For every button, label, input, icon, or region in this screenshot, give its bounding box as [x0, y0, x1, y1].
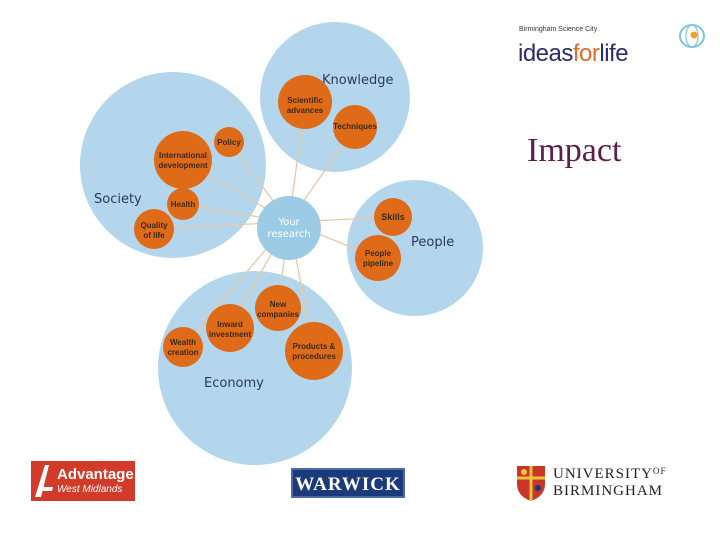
node-label: New: [270, 300, 287, 309]
cluster-label-people: People: [411, 235, 454, 250]
crest-icon: [517, 466, 545, 501]
uob-of: OF: [653, 466, 667, 476]
node-label: investment: [209, 330, 252, 339]
brand-subtitle: Birmingham Science City: [519, 26, 598, 33]
node-international-development: [154, 131, 212, 189]
node-label: of life: [143, 231, 165, 240]
warwick-wordmark: WARWICK: [295, 474, 401, 495]
node-skills: [374, 198, 412, 236]
node-wealth-creation: [163, 327, 203, 367]
node-label: People: [365, 249, 392, 258]
slide-title: Impact: [527, 132, 622, 169]
node-policy: [214, 127, 244, 157]
node-label: Products &: [293, 342, 336, 351]
node-label: International: [159, 151, 207, 160]
cluster-label-knowledge: Knowledge: [322, 73, 393, 88]
uob-university: UNIVERSITY: [553, 466, 653, 482]
node-inward-investment: [206, 304, 254, 352]
center-label-line2: research: [267, 229, 310, 240]
node-label: Quality: [140, 221, 168, 230]
uob-line1: UNIVERSITYOF: [553, 466, 667, 483]
node-label: development: [158, 161, 208, 170]
node-label: companies: [257, 310, 299, 319]
node-label: creation: [167, 348, 198, 357]
globe-icon: [679, 24, 705, 48]
cluster-label-society: Society: [94, 192, 142, 207]
uob-line2: BIRMINGHAM: [553, 483, 664, 499]
node-label: Policy: [217, 138, 241, 147]
node-quality-of-life: [134, 209, 174, 249]
node-health: [167, 188, 199, 220]
node-label: pipeline: [363, 259, 394, 268]
node-label: Health: [171, 200, 196, 209]
ideasforlife-logo: Birmingham Science City ideasforlife: [516, 18, 706, 74]
brand-name-part1: ideas: [518, 40, 573, 67]
advantage-line1: Advantage: [57, 466, 134, 483]
node-scientific-advances: [278, 75, 332, 129]
brand-name-part2: life: [599, 40, 629, 67]
node-label: Skills: [381, 212, 405, 222]
node-new-companies: [255, 285, 301, 331]
brand-name-highlight: for: [572, 40, 600, 67]
university-of-birmingham-logo: UNIVERSITYOF BIRMINGHAM: [515, 463, 685, 503]
node-label: Wealth: [170, 338, 196, 347]
advantage-west-midlands-logo: Advantage West Midlands: [31, 461, 135, 501]
node-techniques: [333, 105, 377, 149]
node-label: Techniques: [333, 122, 377, 131]
warwick-logo: WARWICK: [291, 468, 405, 498]
node-label: procedures: [292, 352, 336, 361]
node-label: advances: [287, 106, 324, 115]
outcome-nodes: Scientific advances Techniques Policy In…: [134, 75, 412, 380]
node-products-procedures: [285, 322, 343, 380]
advantage-line2: West Midlands: [57, 484, 123, 495]
node-label: Scientific: [287, 96, 323, 105]
advantage-a-mark-icon: [35, 465, 53, 497]
center-circle: [257, 196, 321, 260]
cluster-label-economy: Economy: [204, 376, 264, 391]
center-label-line1: Your: [277, 217, 300, 228]
node-label: Inward: [217, 320, 243, 329]
brand-name: ideasforlife: [518, 40, 629, 68]
node-people-pipeline: [355, 235, 401, 281]
